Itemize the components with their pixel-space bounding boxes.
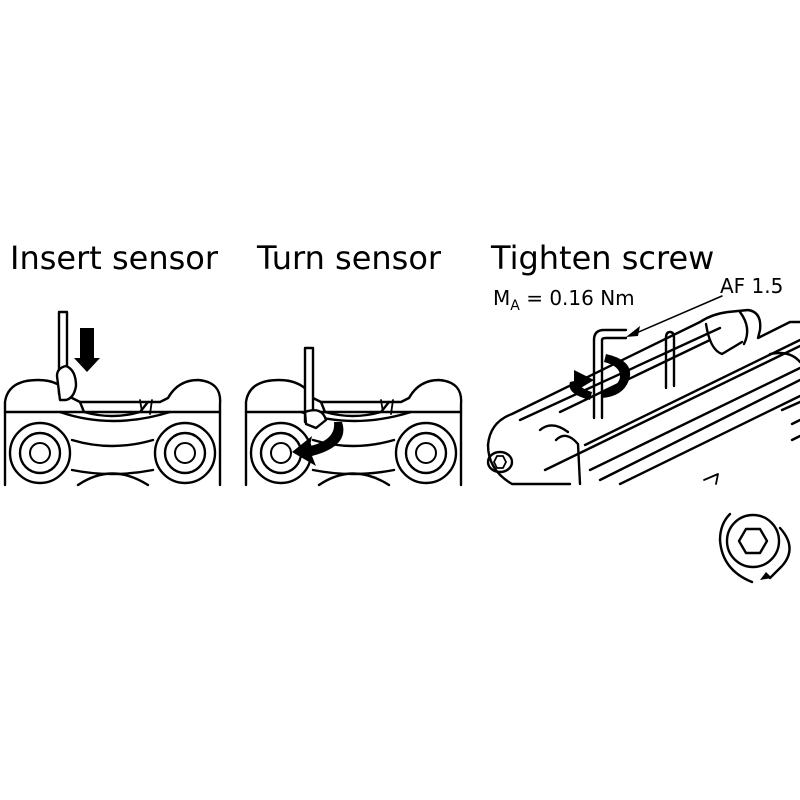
hex-key-tool xyxy=(592,328,628,420)
leader-arrowhead xyxy=(626,326,640,337)
curved-arrow-icon xyxy=(292,422,344,466)
leader-line xyxy=(633,295,723,335)
torque-spec: MA = 0.16 Nm xyxy=(493,288,635,313)
torque-subscript: A xyxy=(510,298,520,314)
sensor-probe-3 xyxy=(664,330,676,390)
sensor-probe-2 xyxy=(303,346,328,430)
step-title-tighten-screw: Tighten screw xyxy=(491,239,715,277)
rotate-arrow-icon xyxy=(569,354,631,400)
torque-value: = 0.16 Nm xyxy=(526,286,635,310)
step-title-insert-sensor: Insert sensor xyxy=(10,239,218,277)
tool-size-label: AF 1.5 xyxy=(720,274,784,298)
cylinder-front-view-2 xyxy=(244,378,463,487)
cylinder-perspective-view xyxy=(486,308,800,486)
step-title-turn-sensor: Turn sensor xyxy=(257,239,442,277)
sensor-probe-1 xyxy=(55,310,78,402)
hex-socket-icon xyxy=(718,512,791,584)
down-arrow-icon xyxy=(74,328,100,372)
torque-symbol: M xyxy=(493,286,511,310)
cylinder-front-view-1 xyxy=(3,378,222,487)
